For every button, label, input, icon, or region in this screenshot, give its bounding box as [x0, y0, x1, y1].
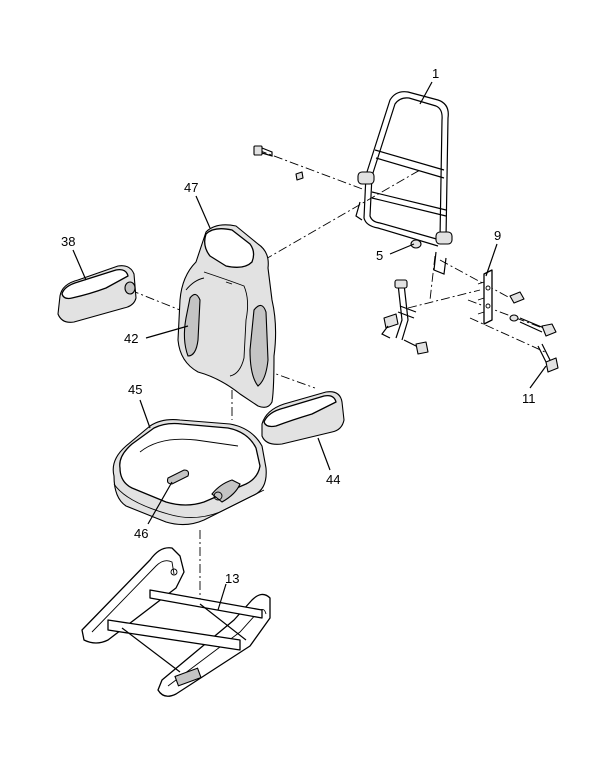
- seat-cushion: [112, 419, 267, 526]
- armrest-right: [261, 391, 345, 445]
- backrest-cushion: [177, 224, 277, 408]
- callout-38: 38: [61, 234, 75, 249]
- callout-5: 5: [376, 248, 383, 263]
- bolt-a: [509, 291, 525, 304]
- callout-9: 9: [494, 228, 501, 243]
- callout-47: 47: [184, 180, 198, 195]
- callout-46: 46: [134, 526, 148, 541]
- callout-13: 13: [225, 571, 239, 586]
- bolt-b: [509, 314, 557, 337]
- bolt-part-11: [537, 343, 559, 373]
- callout-11: 11: [522, 391, 536, 406]
- callout-42: 42: [124, 331, 138, 346]
- leader-lines: [72, 81, 547, 611]
- seat-slide-frame: [81, 547, 271, 697]
- callout-45: 45: [128, 382, 142, 397]
- seat-handle: [166, 469, 190, 485]
- pin-part-5: [410, 239, 422, 249]
- bolt-top: [253, 145, 273, 157]
- armrest-left: [57, 265, 137, 323]
- bracket-plate: [477, 269, 493, 325]
- backrest-frame: [355, 91, 453, 275]
- center-lines: [129, 149, 549, 600]
- lever-linkage: [381, 279, 429, 355]
- nut-small: [295, 171, 304, 181]
- callouts: 1 5 9 11 13 38 42 44 45 46 47: [61, 66, 536, 586]
- callout-1: 1: [432, 66, 439, 81]
- callout-44: 44: [326, 472, 340, 487]
